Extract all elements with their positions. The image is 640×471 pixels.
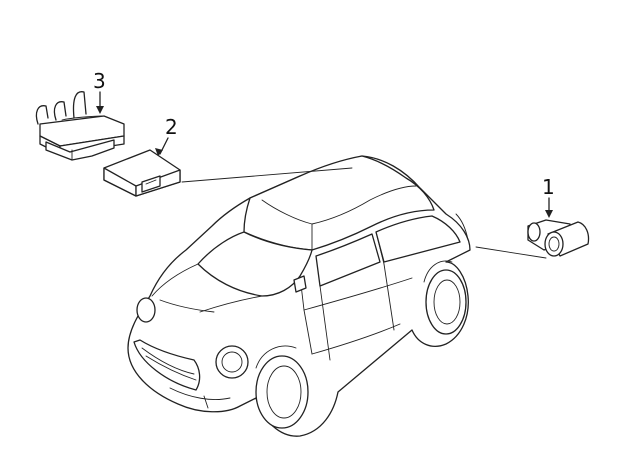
callout-arrow-3	[96, 91, 104, 114]
leader-line-2	[181, 167, 353, 183]
car-illustration	[127, 155, 471, 437]
callout-label-3: 3	[93, 69, 106, 93]
part-2-control-module	[103, 149, 181, 197]
callout-label-2: 2	[165, 115, 178, 139]
part-3-module-bracket	[35, 91, 125, 161]
part-1-park-sensor	[527, 219, 590, 257]
callout-arrow-2	[155, 137, 169, 156]
leader-line-1	[475, 246, 547, 259]
callout-arrow-1	[545, 197, 553, 218]
callout-label-1: 1	[542, 175, 555, 199]
